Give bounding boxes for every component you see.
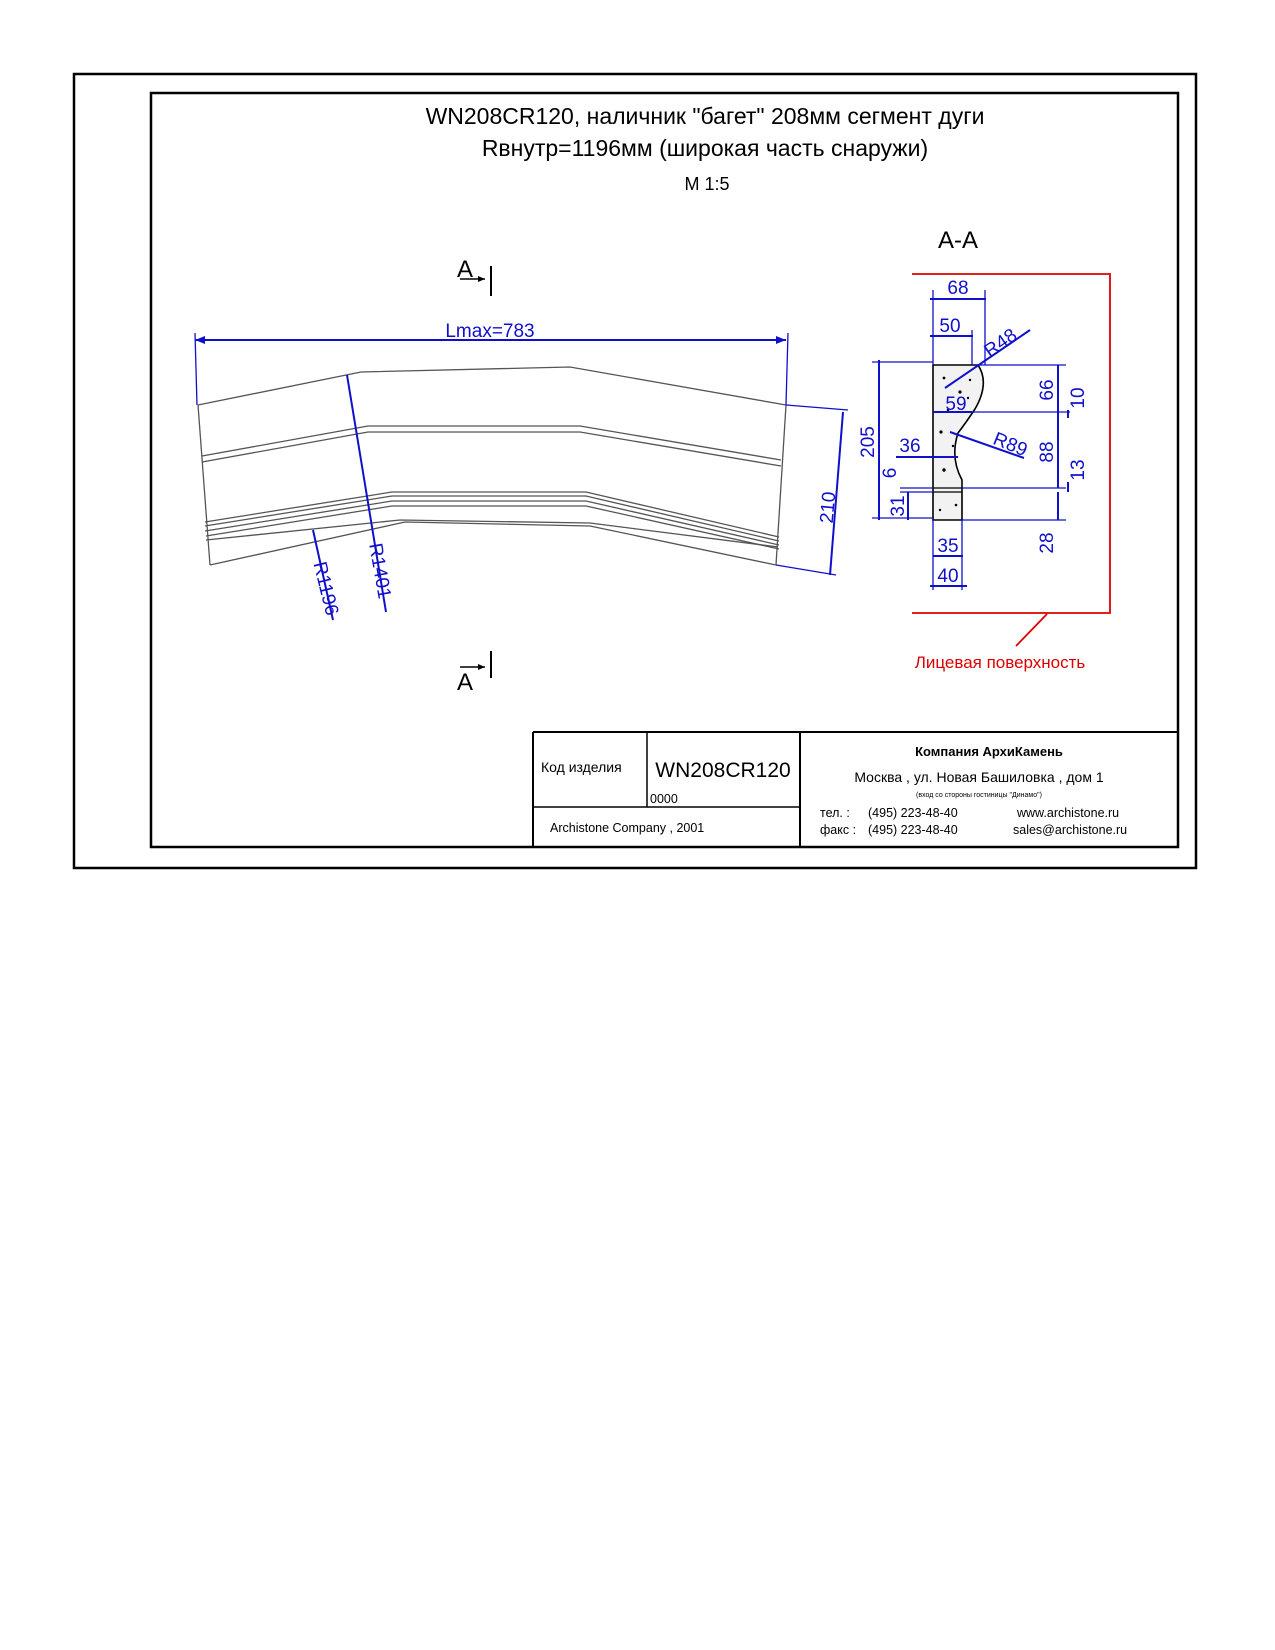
svg-text:59: 59 xyxy=(945,394,966,415)
web-link: www.archistone.ru xyxy=(1016,806,1119,820)
profile-dimensions: 68 50 R48 205 66 10 59 36 R89 88 xyxy=(858,278,1089,590)
svg-text:31: 31 xyxy=(888,495,909,516)
svg-text:36: 36 xyxy=(899,436,920,457)
face-surface-marker: Лицевая поверхность xyxy=(912,273,1111,672)
arc-segment-plan-view xyxy=(197,366,787,566)
svg-text:А: А xyxy=(457,669,473,696)
svg-text:R89: R89 xyxy=(990,429,1030,462)
svg-text:R48: R48 xyxy=(981,325,1022,362)
tel-value: (495) 223-48-40 xyxy=(868,806,958,820)
svg-text:6: 6 xyxy=(880,468,901,479)
svg-text:88: 88 xyxy=(1037,441,1058,462)
outer-frame xyxy=(72,72,1198,870)
inner-frame xyxy=(149,91,1180,849)
svg-text:28: 28 xyxy=(1037,532,1058,553)
dimension-lmax: Lmax=783 xyxy=(194,321,789,406)
svg-text:40: 40 xyxy=(937,566,958,587)
dimension-r-outer: R1401 xyxy=(346,374,395,613)
scale-label: М 1:5 xyxy=(684,174,729,194)
svg-text:R1196: R1196 xyxy=(309,560,343,618)
address-note: (вход со стороны гостиницы "Динамо") xyxy=(916,792,1042,799)
section-label: А-А xyxy=(938,227,978,254)
svg-text:R1401: R1401 xyxy=(364,542,394,601)
company-name: Компания АрхиКамень xyxy=(915,744,1063,759)
code-sub: 0000 xyxy=(650,792,678,806)
dimension-r-inner: R1196 xyxy=(309,529,343,621)
code-value: WN208CR120 xyxy=(655,759,790,782)
svg-text:А: А xyxy=(457,256,473,283)
svg-text:210: 210 xyxy=(817,491,841,524)
svg-text:50: 50 xyxy=(939,316,960,337)
code-label: Код изделия xyxy=(541,759,622,775)
section-marker-top: А xyxy=(457,256,492,296)
company-address: Москва , ул. Новая Башиловка , дом 1 xyxy=(854,769,1103,785)
tel-label: тел. : xyxy=(820,806,850,820)
svg-text:Lmax=783: Lmax=783 xyxy=(445,321,534,342)
copyright: Archistone Company , 2001 xyxy=(550,821,704,835)
dimension-height-210: 210 xyxy=(775,404,849,576)
svg-text:205: 205 xyxy=(858,426,879,458)
svg-text:35: 35 xyxy=(937,536,958,557)
title-block: Код изделия WN208CR120 0000 Archistone C… xyxy=(532,731,1178,847)
svg-text:68: 68 xyxy=(947,278,968,299)
title-line-1: WN208CR120, наличник "багет" 208мм сегме… xyxy=(426,103,985,129)
fax-label: факс : xyxy=(820,823,856,837)
profile-section-a-a xyxy=(932,364,985,521)
face-surface-label: Лицевая поверхность xyxy=(915,653,1086,672)
title-line-2: Rвнутр=1196мм (широкая часть снаружи) xyxy=(482,135,928,161)
svg-text:66: 66 xyxy=(1037,379,1058,400)
email-link: sales@archistone.ru xyxy=(1013,823,1127,837)
section-marker-bottom: А xyxy=(457,651,492,696)
svg-text:10: 10 xyxy=(1068,387,1089,408)
fax-value: (495) 223-48-40 xyxy=(868,823,958,837)
svg-text:13: 13 xyxy=(1068,459,1089,480)
